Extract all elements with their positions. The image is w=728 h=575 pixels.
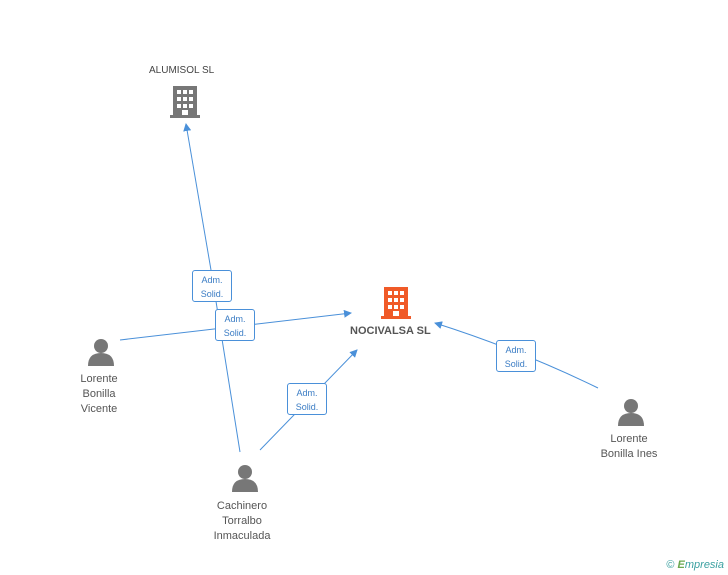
edge-vicente-alumisol (183, 123, 212, 271)
company-label-nocivalsa[interactable]: NOCIVALSA SL (350, 325, 431, 337)
copyright-icon: © (666, 559, 675, 571)
role-line: Adm. (224, 314, 246, 324)
person-label-lorente-vicente[interactable]: Lorente Bonilla Vicente (64, 372, 134, 417)
role-line: Solid. (295, 402, 319, 412)
name-line: Inmaculada (213, 530, 271, 542)
person-label-cachinero[interactable]: Cachinero Torralbo Inmaculada (202, 499, 282, 544)
name-line: Vicente (80, 403, 118, 415)
role-line: Adm. (296, 388, 318, 398)
role-line: Solid. (504, 359, 528, 369)
edge-role-badge: Adm. Solid. (192, 270, 232, 302)
edge-role-badge: Adm. Solid. (215, 309, 255, 341)
company-label-alumisol[interactable]: ALUMISOL SL (149, 65, 215, 76)
edge-role-badge: Adm. Solid. (496, 340, 536, 372)
name-line: Lorente (610, 433, 648, 445)
role-line: Solid. (223, 328, 247, 338)
role-line: Solid. (200, 289, 224, 299)
building-icon (170, 86, 200, 118)
person-icon (618, 399, 644, 426)
person-label-lorente-ines[interactable]: Lorente Bonilla Ines (589, 432, 669, 462)
brand-name: mpresia (684, 559, 724, 571)
person-icon (232, 465, 258, 492)
main-building-icon (381, 287, 411, 319)
name-line: Lorente (80, 373, 118, 385)
name-line: Bonilla (82, 388, 116, 400)
person-icon (88, 339, 114, 366)
role-line: Adm. (505, 345, 527, 355)
name-line: Torralbo (222, 515, 262, 527)
role-line: Adm. (201, 275, 223, 285)
empresia-logo[interactable]: ©Empresia (666, 559, 724, 571)
brand-initial: E (677, 559, 685, 571)
edge-role-badge: Adm. Solid. (287, 383, 327, 415)
name-line: Cachinero (216, 500, 268, 512)
name-line: Bonilla Ines (600, 448, 658, 460)
